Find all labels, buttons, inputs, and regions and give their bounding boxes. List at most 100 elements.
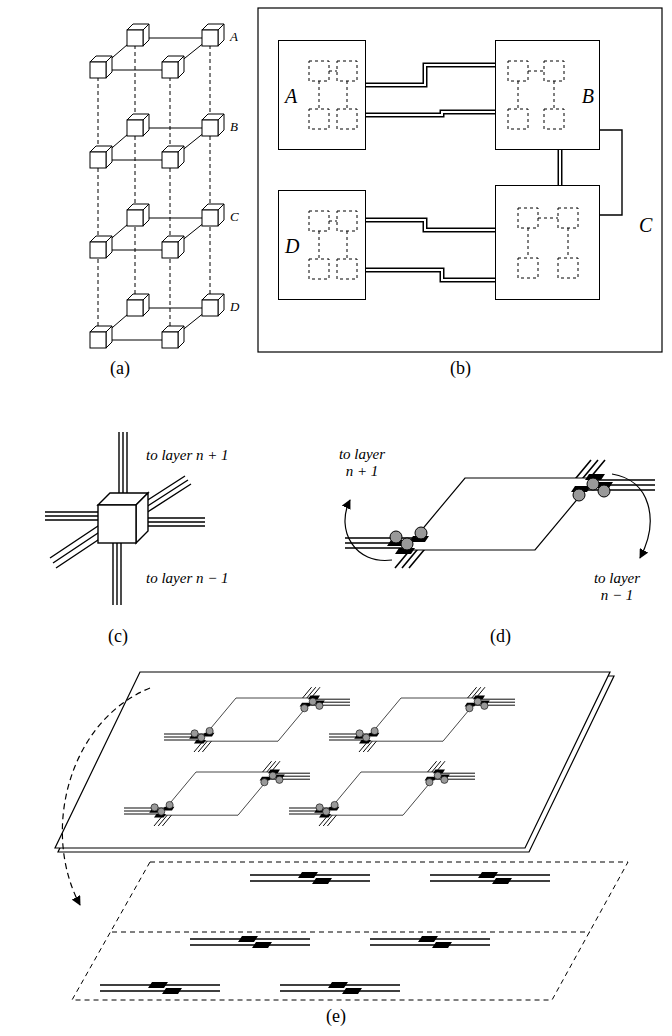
cube: [127, 114, 149, 136]
processor-square: [309, 211, 329, 231]
wire-line: [366, 270, 495, 280]
wire-gap: [366, 112, 495, 115]
processor-square: [544, 109, 564, 129]
pad-set: [250, 872, 370, 884]
processor-square: [508, 61, 528, 81]
layer-letter: C: [230, 210, 239, 225]
processor-square: [518, 208, 538, 228]
wire-line: [558, 150, 563, 185]
processor-grid: [496, 186, 599, 299]
processor-link: [319, 221, 347, 259]
pad-set: [430, 872, 550, 884]
cube: [127, 294, 149, 316]
chip: [164, 687, 350, 752]
processor-square: [518, 258, 538, 278]
chip: [329, 687, 515, 752]
processor-link: [319, 71, 347, 109]
processor-square: [558, 258, 578, 278]
cube: [90, 146, 112, 168]
pad-set: [190, 936, 310, 948]
panel-caption: (d): [490, 626, 511, 647]
module-box: C: [495, 185, 600, 300]
panel-caption: (c): [108, 626, 128, 647]
processor-square: [309, 109, 329, 129]
lower-layer-divider: [112, 932, 590, 933]
wire-line: [366, 65, 495, 85]
module-box: A: [278, 40, 366, 150]
processor-square: [508, 109, 528, 129]
cube: [90, 326, 112, 348]
lower-layer: [72, 862, 628, 1000]
wire-line: [600, 130, 622, 215]
curved-arrow: [345, 500, 392, 560]
cube: [127, 24, 149, 46]
bus-wire: [366, 270, 495, 280]
pad-set: [370, 936, 490, 948]
direction-note: to layer n − 1: [146, 570, 229, 587]
cube: [202, 294, 224, 316]
panel-caption: (e): [326, 1006, 346, 1027]
processor-square: [337, 259, 357, 279]
chip: [289, 761, 475, 826]
layer-letter: D: [230, 300, 239, 315]
processor-square: [337, 211, 357, 231]
cube: [162, 236, 184, 258]
cube: [162, 56, 184, 78]
vertical-link: [98, 38, 210, 340]
wire-line: [366, 112, 495, 115]
cube: [202, 114, 224, 136]
bus-wire: [366, 65, 495, 85]
pad-set: [100, 982, 220, 994]
pad-set: [280, 982, 400, 994]
processor-link: [518, 71, 554, 109]
cube: [162, 326, 184, 348]
chip: [124, 761, 310, 826]
cube: [90, 236, 112, 258]
curved-arrow: [612, 474, 650, 558]
cube-side: [136, 493, 148, 543]
direction-note: to layer n + 1: [335, 446, 389, 481]
chip: [345, 460, 655, 568]
cube: [127, 204, 149, 226]
processor-square: [337, 61, 357, 81]
processor-square: [309, 259, 329, 279]
module-box: B: [495, 40, 600, 150]
processor-square: [309, 61, 329, 81]
board-outline: [258, 8, 662, 352]
module-box: D: [278, 190, 366, 300]
wire-gap: [559, 150, 561, 185]
processor-square: [337, 109, 357, 129]
wire-gap: [366, 65, 495, 85]
direction-note: to layer n + 1: [146, 447, 229, 464]
module-label: D: [285, 235, 299, 258]
cube: [90, 56, 112, 78]
processor-square: [544, 61, 564, 81]
processor-square: [558, 208, 578, 228]
module-label: B: [582, 85, 594, 108]
dashed-arrow: [62, 688, 150, 905]
panel-caption: (a): [110, 358, 130, 379]
wire-line: [366, 220, 495, 230]
cube-front: [98, 505, 136, 543]
cube-stack: [90, 24, 224, 348]
cube: [162, 146, 184, 168]
processor-link: [528, 218, 568, 258]
wire-gap: [366, 220, 495, 230]
direction-note: to layer n − 1: [590, 570, 644, 605]
layer-letter: A: [230, 30, 238, 45]
layer-link: [98, 38, 210, 340]
signal-wire: [600, 130, 622, 215]
wire-gap: [366, 270, 495, 280]
panel-caption: (b): [450, 358, 471, 379]
plate: [55, 672, 610, 848]
layer-letter: B: [230, 120, 238, 135]
cube: [202, 24, 224, 46]
bus-wire: [366, 220, 495, 230]
module-label: A: [285, 85, 297, 108]
cube: [202, 204, 224, 226]
bus-wire: [560, 150, 561, 185]
module-label: C: [639, 214, 652, 237]
